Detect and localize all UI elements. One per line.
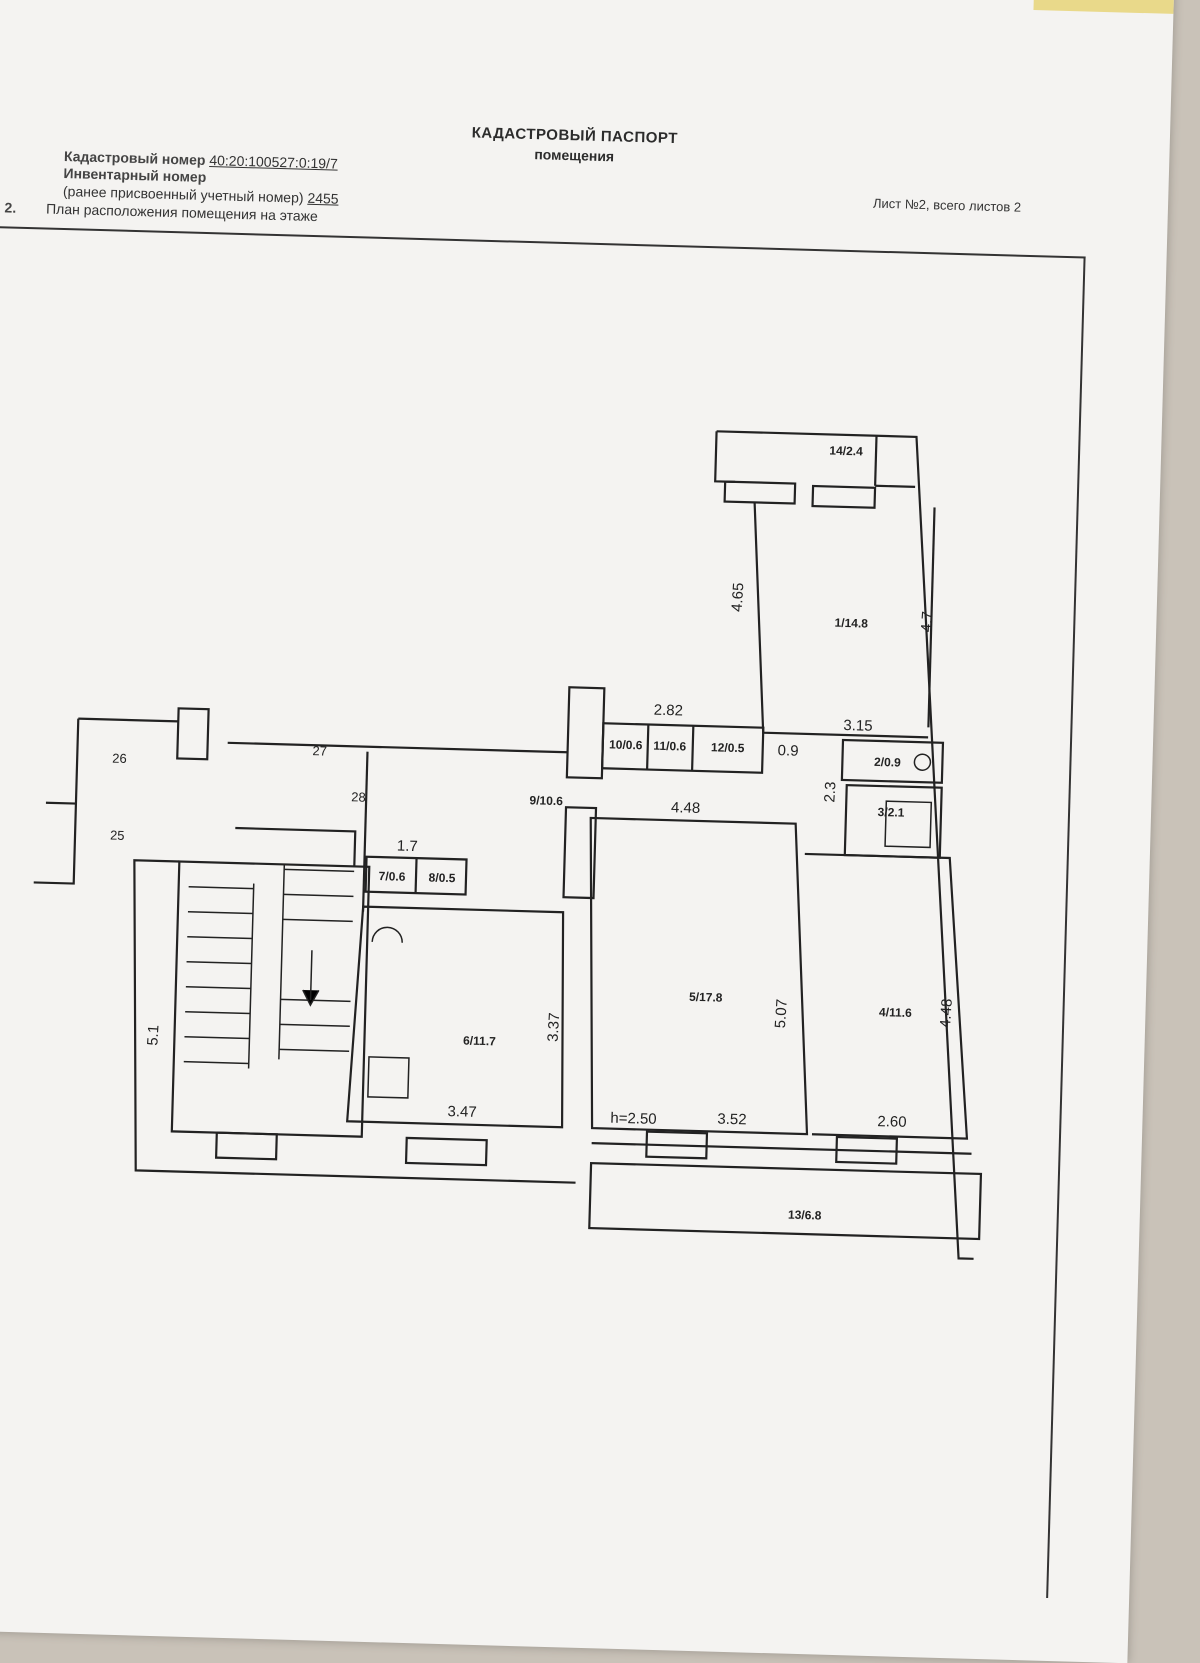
ceiling-height: h=2.50 xyxy=(610,1110,657,1128)
room-3-label: 3/2.1 xyxy=(877,805,904,820)
dim-storage-width: 2.82 xyxy=(654,702,684,720)
neighbor-25: 25 xyxy=(110,828,125,843)
dim-room6-right: 3.37 xyxy=(544,1012,563,1042)
room-11-label: 11/0.6 xyxy=(653,739,686,754)
room-6-label: 6/11.7 xyxy=(463,1033,496,1048)
dim-room5-right: 5.07 xyxy=(772,998,791,1028)
dim-room6-bottom: 3.47 xyxy=(447,1103,477,1121)
dim-room5-top: 4.48 xyxy=(671,799,701,817)
dim-room1-left: 4.65 xyxy=(729,582,748,612)
dim-passage: 0.9 xyxy=(777,742,798,760)
room-labels: 14/2.4 1/14.8 10/0.6 11/0.6 12/0.5 2/0.9… xyxy=(378,443,912,1223)
dim-room4-right: 4.48 xyxy=(937,998,956,1028)
room-5-label: 5/17.8 xyxy=(689,990,723,1005)
stove-icon xyxy=(367,1056,410,1099)
room-4-label: 4/11.6 xyxy=(879,1005,912,1020)
dim-room1-bottom: 3.15 xyxy=(843,717,873,735)
dim-small-rooms: 1.7 xyxy=(397,838,418,856)
room-7-label: 7/0.6 xyxy=(378,869,405,884)
neighbor-27: 27 xyxy=(312,743,327,758)
toilet-icon xyxy=(913,753,932,771)
room-2-label: 2/0.9 xyxy=(874,755,901,770)
stair-treads xyxy=(183,864,355,1069)
room-1-label: 1/14.8 xyxy=(834,616,868,631)
room-8-label: 8/0.5 xyxy=(428,870,455,885)
room-10-label: 10/0.6 xyxy=(609,737,643,752)
fixtures xyxy=(367,753,933,1099)
passport-sheet: КАДАСТРОВЫЙ ПАСПОРТ помещения Кадастровы… xyxy=(0,0,1175,1663)
neighbor-28: 28 xyxy=(351,789,366,804)
dim-wc: 2.3 xyxy=(821,781,839,803)
room-13-label: 13/6.8 xyxy=(788,1208,822,1223)
dim-room1-right: 4.7 xyxy=(918,611,936,633)
room-9-label: 9/10.6 xyxy=(529,793,563,808)
neighbor-26: 26 xyxy=(112,751,127,766)
dimension-labels: 4.65 4.7 2.82 3.15 0.9 2.3 4.48 1.7 3.37… xyxy=(110,582,956,1131)
door-swing-icon xyxy=(371,926,403,943)
room-12-label: 12/0.5 xyxy=(711,740,745,755)
dim-room5-bottom: 3.52 xyxy=(717,1111,747,1129)
bathtub-icon xyxy=(884,800,933,849)
plan-walls xyxy=(33,430,983,1260)
floor-plan: 14/2.4 1/14.8 10/0.6 11/0.6 12/0.5 2/0.9… xyxy=(33,430,983,1260)
room-14-label: 14/2.4 xyxy=(829,443,863,458)
dim-stair-height: 5.1 xyxy=(144,1024,162,1046)
dim-room4-bottom: 2.60 xyxy=(877,1113,907,1131)
